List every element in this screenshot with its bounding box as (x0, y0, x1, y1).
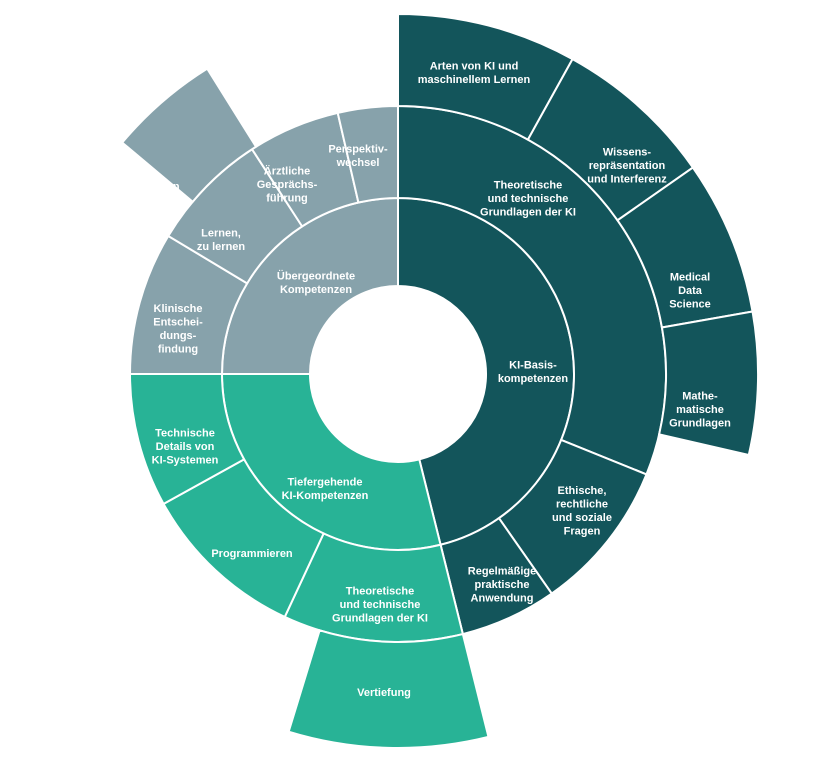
middle-label-4: Programmieren (211, 548, 293, 560)
middle-label-9: Perspektiv-wechsel (328, 143, 388, 169)
outer-segment-3 (657, 310, 759, 457)
segments-layer (120, 12, 759, 749)
center-hole (310, 286, 486, 462)
outer-segment-5 (120, 67, 258, 204)
outer-label-5: Reflektion (126, 181, 179, 193)
middle-segment-9 (336, 104, 399, 204)
outer-label-4: Vertiefung (357, 687, 411, 699)
inner-label-0: KI-Basis-kompetenzen (498, 359, 569, 385)
middle-label-7: Lernen,zu lernen (197, 227, 246, 253)
outer-segment-4 (287, 629, 490, 749)
